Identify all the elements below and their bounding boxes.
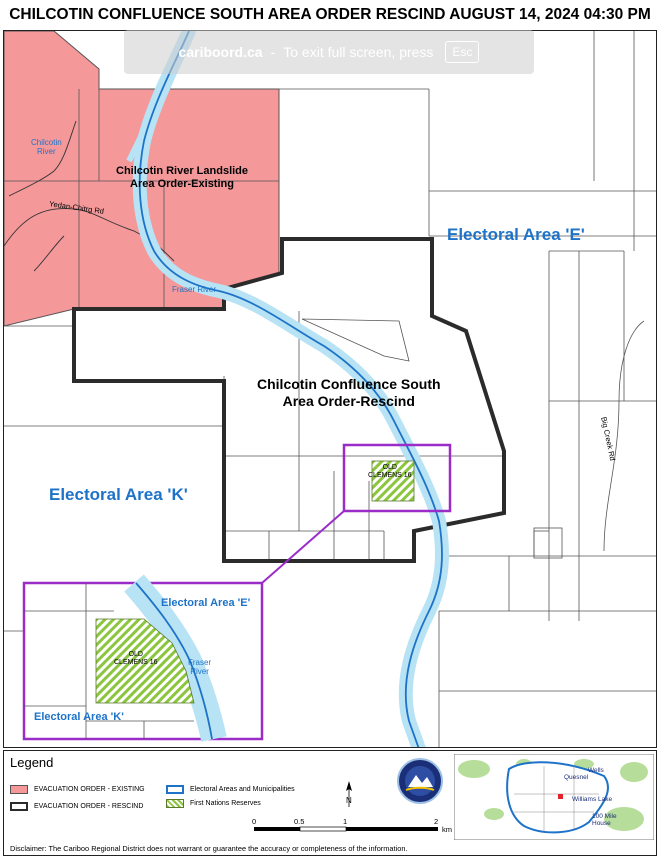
cariboo-regional-district-logo <box>397 758 443 804</box>
scale-bar <box>254 826 438 832</box>
scale-tick-2: 2 <box>434 817 439 826</box>
legend-title: Legend <box>10 755 54 770</box>
legend-electoral-swatch <box>166 785 184 794</box>
legend-electoral: Electoral Areas and Municipalities <box>166 785 295 794</box>
legend-reserves-swatch <box>166 799 184 808</box>
label-landslide-area: Chilcotin River Landslide Area Order-Exi… <box>116 165 249 191</box>
esc-key-badge[interactable]: Esc <box>445 41 480 63</box>
label-fraser-river: Fraser River <box>172 285 217 294</box>
scale-unit: km <box>442 825 452 834</box>
scale-tick-05: 0.5 <box>294 817 305 826</box>
map-canvas[interactable] <box>4 31 657 748</box>
banner-message: To exit full screen, press <box>283 44 434 60</box>
fullscreen-exit-banner: cariboord.ca - To exit full screen, pres… <box>124 30 534 74</box>
scale-tick-0: 0 <box>252 817 257 826</box>
locator-williams-lake: Williams Lake <box>572 796 613 803</box>
inset-reserve[interactable] <box>95 618 195 704</box>
north-arrow-icon <box>346 781 352 807</box>
inset-highlight-box[interactable] <box>342 443 452 513</box>
legend-reserves-label: First Nations Reserves <box>190 800 261 807</box>
legend-panel: Legend EVACUATION ORDER - EXISTING EVACU… <box>3 750 657 856</box>
legend-rescind: EVACUATION ORDER - RESCIND <box>10 802 143 811</box>
fraser-river[interactable] <box>138 31 443 748</box>
banner-host: cariboord.ca <box>178 44 263 60</box>
disclaimer: Disclaimer: The Cariboo Regional Distric… <box>10 844 408 853</box>
legend-rescind-label: EVACUATION ORDER - RESCIND <box>34 803 144 810</box>
north-label: N <box>346 796 352 805</box>
legend-electoral-label: Electoral Areas and Municipalities <box>190 786 295 793</box>
inset-callout-line <box>261 510 345 584</box>
legend-reserves: First Nations Reserves <box>166 799 261 808</box>
inset-label-electoral-e: Electoral Area 'E' <box>161 597 251 609</box>
label-rescind-area: Chilcotin Confluence South Area Order-Re… <box>257 376 441 409</box>
locator-quesnel: Quesnel <box>564 774 589 781</box>
inset-map[interactable] <box>22 574 264 742</box>
legend-existing-label: EVACUATION ORDER - EXISTING <box>34 786 145 793</box>
reserve-old-clemens[interactable] <box>371 460 415 502</box>
locator-wells: Wells <box>588 767 604 774</box>
scale-tick-1: 1 <box>343 817 348 826</box>
map-title: CHILCOTIN CONFLUENCE SOUTH AREA ORDER RE… <box>9 6 651 23</box>
map-frame[interactable]: Electoral Area 'E' Electoral Area 'K' Ch… <box>3 30 657 748</box>
label-electoral-area-k: Electoral Area 'K' <box>49 485 188 504</box>
legend-existing-swatch <box>10 785 28 794</box>
inset-label-electoral-k: Electoral Area 'K' <box>34 711 124 723</box>
legend-rescind-swatch <box>10 802 28 811</box>
label-reserve-main: OLD CLEMENS 16 <box>368 464 412 480</box>
label-electoral-area-e: Electoral Area 'E' <box>447 225 585 244</box>
inset-label-fraser: Fraser River <box>188 658 212 676</box>
chilcotin-river-secondary <box>126 90 162 163</box>
legend-existing: EVACUATION ORDER - EXISTING <box>10 785 145 794</box>
locator-100-mile: 100 Mile House <box>592 813 617 828</box>
banner-separator: - <box>270 44 276 60</box>
inset-label-reserve: OLD CLEMENS 16 <box>114 651 158 667</box>
locator-map <box>454 754 654 840</box>
label-chilcotin-river: Chilcotin River <box>31 138 62 156</box>
